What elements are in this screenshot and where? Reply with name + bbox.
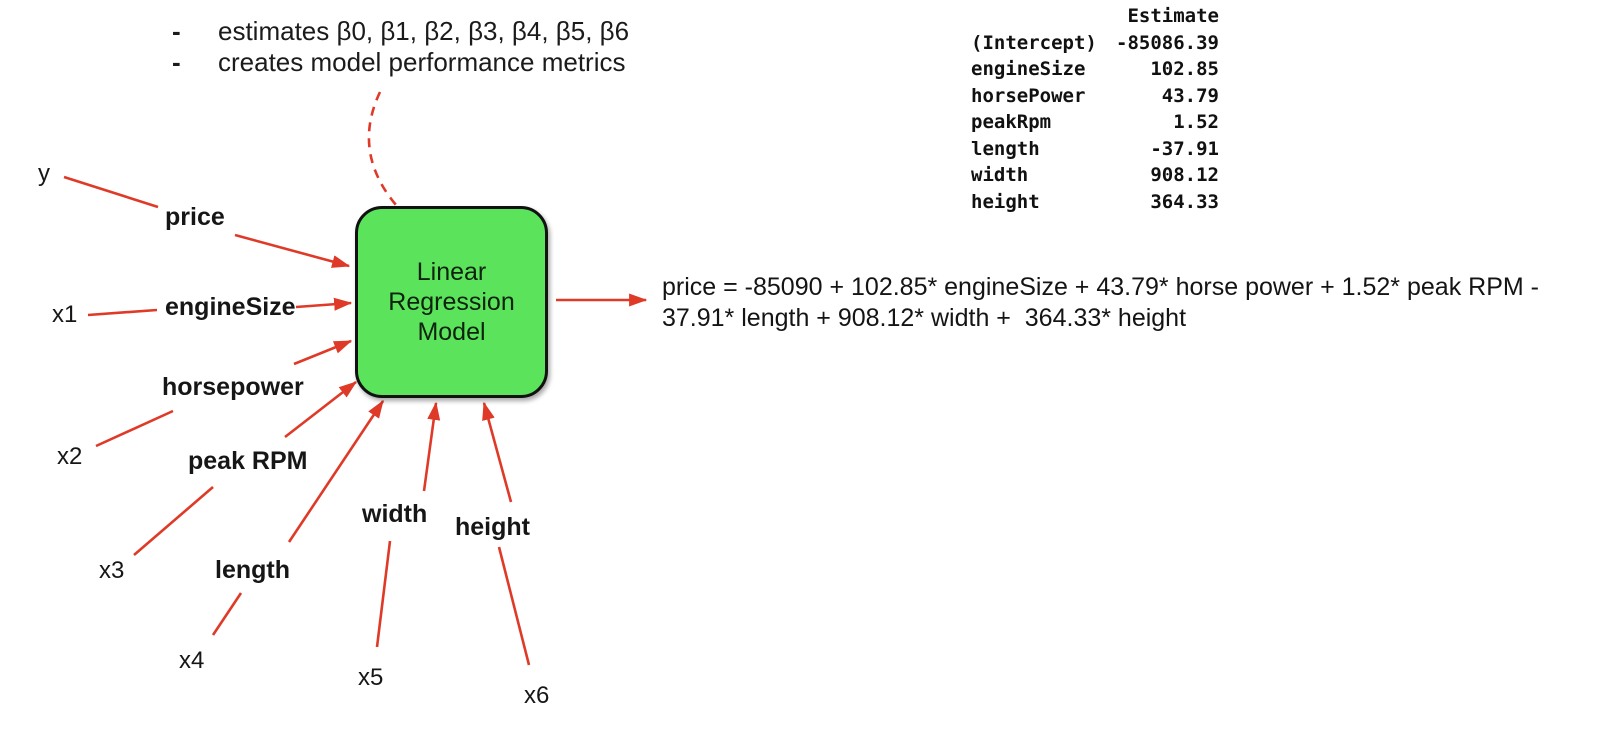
symbol-label-x1: x1	[52, 301, 78, 328]
table-row: width 908.12	[971, 162, 1219, 189]
estimates-table-header: Estimate	[1127, 5, 1219, 27]
term-cell: width	[971, 164, 1029, 186]
line-x3-to-peakrpm	[133, 486, 214, 556]
term-cell: peakRpm	[971, 111, 1052, 133]
bullet-text-estimates-betas: estimates β0, β1, β2, β3, β4, β5, β6	[218, 16, 630, 46]
table-row: height 364.33	[971, 189, 1219, 216]
line-x5-to-width	[375, 540, 392, 648]
bullet-list: - estimates β0, β1, β2, β3, β4, β5, β6 -…	[172, 16, 629, 78]
arrow-height-to-model	[482, 401, 513, 503]
linear-regression-model-box: Linear Regression Model	[355, 206, 548, 398]
estimate-cell: -37.91	[1150, 137, 1219, 160]
symbol-label-x3: x3	[99, 557, 125, 584]
table-row: peakRpm 1.52	[971, 109, 1219, 136]
input-label-length: length	[215, 556, 290, 584]
table-row: (Intercept) -85086.39	[971, 30, 1219, 57]
estimate-cell: 364.33	[1150, 190, 1219, 213]
line-x1-to-enginesize	[87, 308, 158, 317]
model-box-label: Linear Regression Model	[388, 258, 515, 346]
table-row: length -37.91	[971, 136, 1219, 163]
bullet-dash: -	[172, 47, 181, 77]
dashed-connector-bullets-to-model	[367, 91, 397, 206]
term-cell: engineSize	[971, 58, 1086, 80]
line-x6-to-height	[497, 546, 531, 666]
line-y-to-price	[63, 175, 159, 209]
table-row: horsePower 43.79	[971, 83, 1219, 110]
symbol-label-x4: x4	[179, 647, 205, 674]
input-label-peakrpm: peak RPM	[188, 447, 308, 475]
estimate-cell: -85086.39	[1116, 31, 1219, 54]
input-label-height: height	[455, 513, 530, 541]
symbol-label-x5: x5	[358, 664, 384, 691]
bullet-text-performance-metrics: creates model performance metrics	[218, 47, 626, 77]
arrow-price-to-model	[234, 233, 351, 268]
bullet-dash: -	[172, 16, 181, 46]
bullet-item: - estimates β0, β1, β2, β3, β4, β5, β6	[172, 16, 629, 47]
line-x4-to-length	[211, 592, 243, 636]
input-label-price: price	[165, 203, 225, 231]
estimates-table: Estimate (Intercept) -85086.39 engineSiz…	[971, 3, 1219, 215]
regression-equation: price = -85090 + 102.85* engineSize + 43…	[662, 273, 1546, 332]
input-label-enginesize: engineSize	[165, 293, 296, 321]
line-x2-to-horsepower	[95, 409, 174, 448]
term-cell: height	[971, 190, 1040, 213]
term-cell: (Intercept)	[971, 31, 1097, 54]
term-cell: horsePower	[971, 84, 1086, 107]
arrow-width-to-model	[422, 401, 441, 492]
arrow-horsepower-to-model	[293, 339, 353, 366]
estimate-cell: 102.85	[1150, 58, 1219, 80]
term-cell: length	[971, 137, 1040, 160]
estimate-cell: 908.12	[1150, 164, 1219, 186]
symbol-label-y: y	[38, 160, 50, 187]
bullet-item: - creates model performance metrics	[172, 47, 629, 78]
symbol-label-x2: x2	[57, 443, 83, 470]
input-label-horsepower: horsepower	[162, 373, 304, 401]
table-row: engineSize 102.85	[971, 56, 1219, 83]
estimate-cell: 43.79	[1161, 84, 1219, 107]
symbol-label-x6: x6	[524, 682, 550, 709]
input-label-width: width	[362, 500, 428, 528]
arrow-enginesize-to-model	[295, 297, 353, 311]
estimate-cell: 1.52	[1173, 111, 1219, 133]
